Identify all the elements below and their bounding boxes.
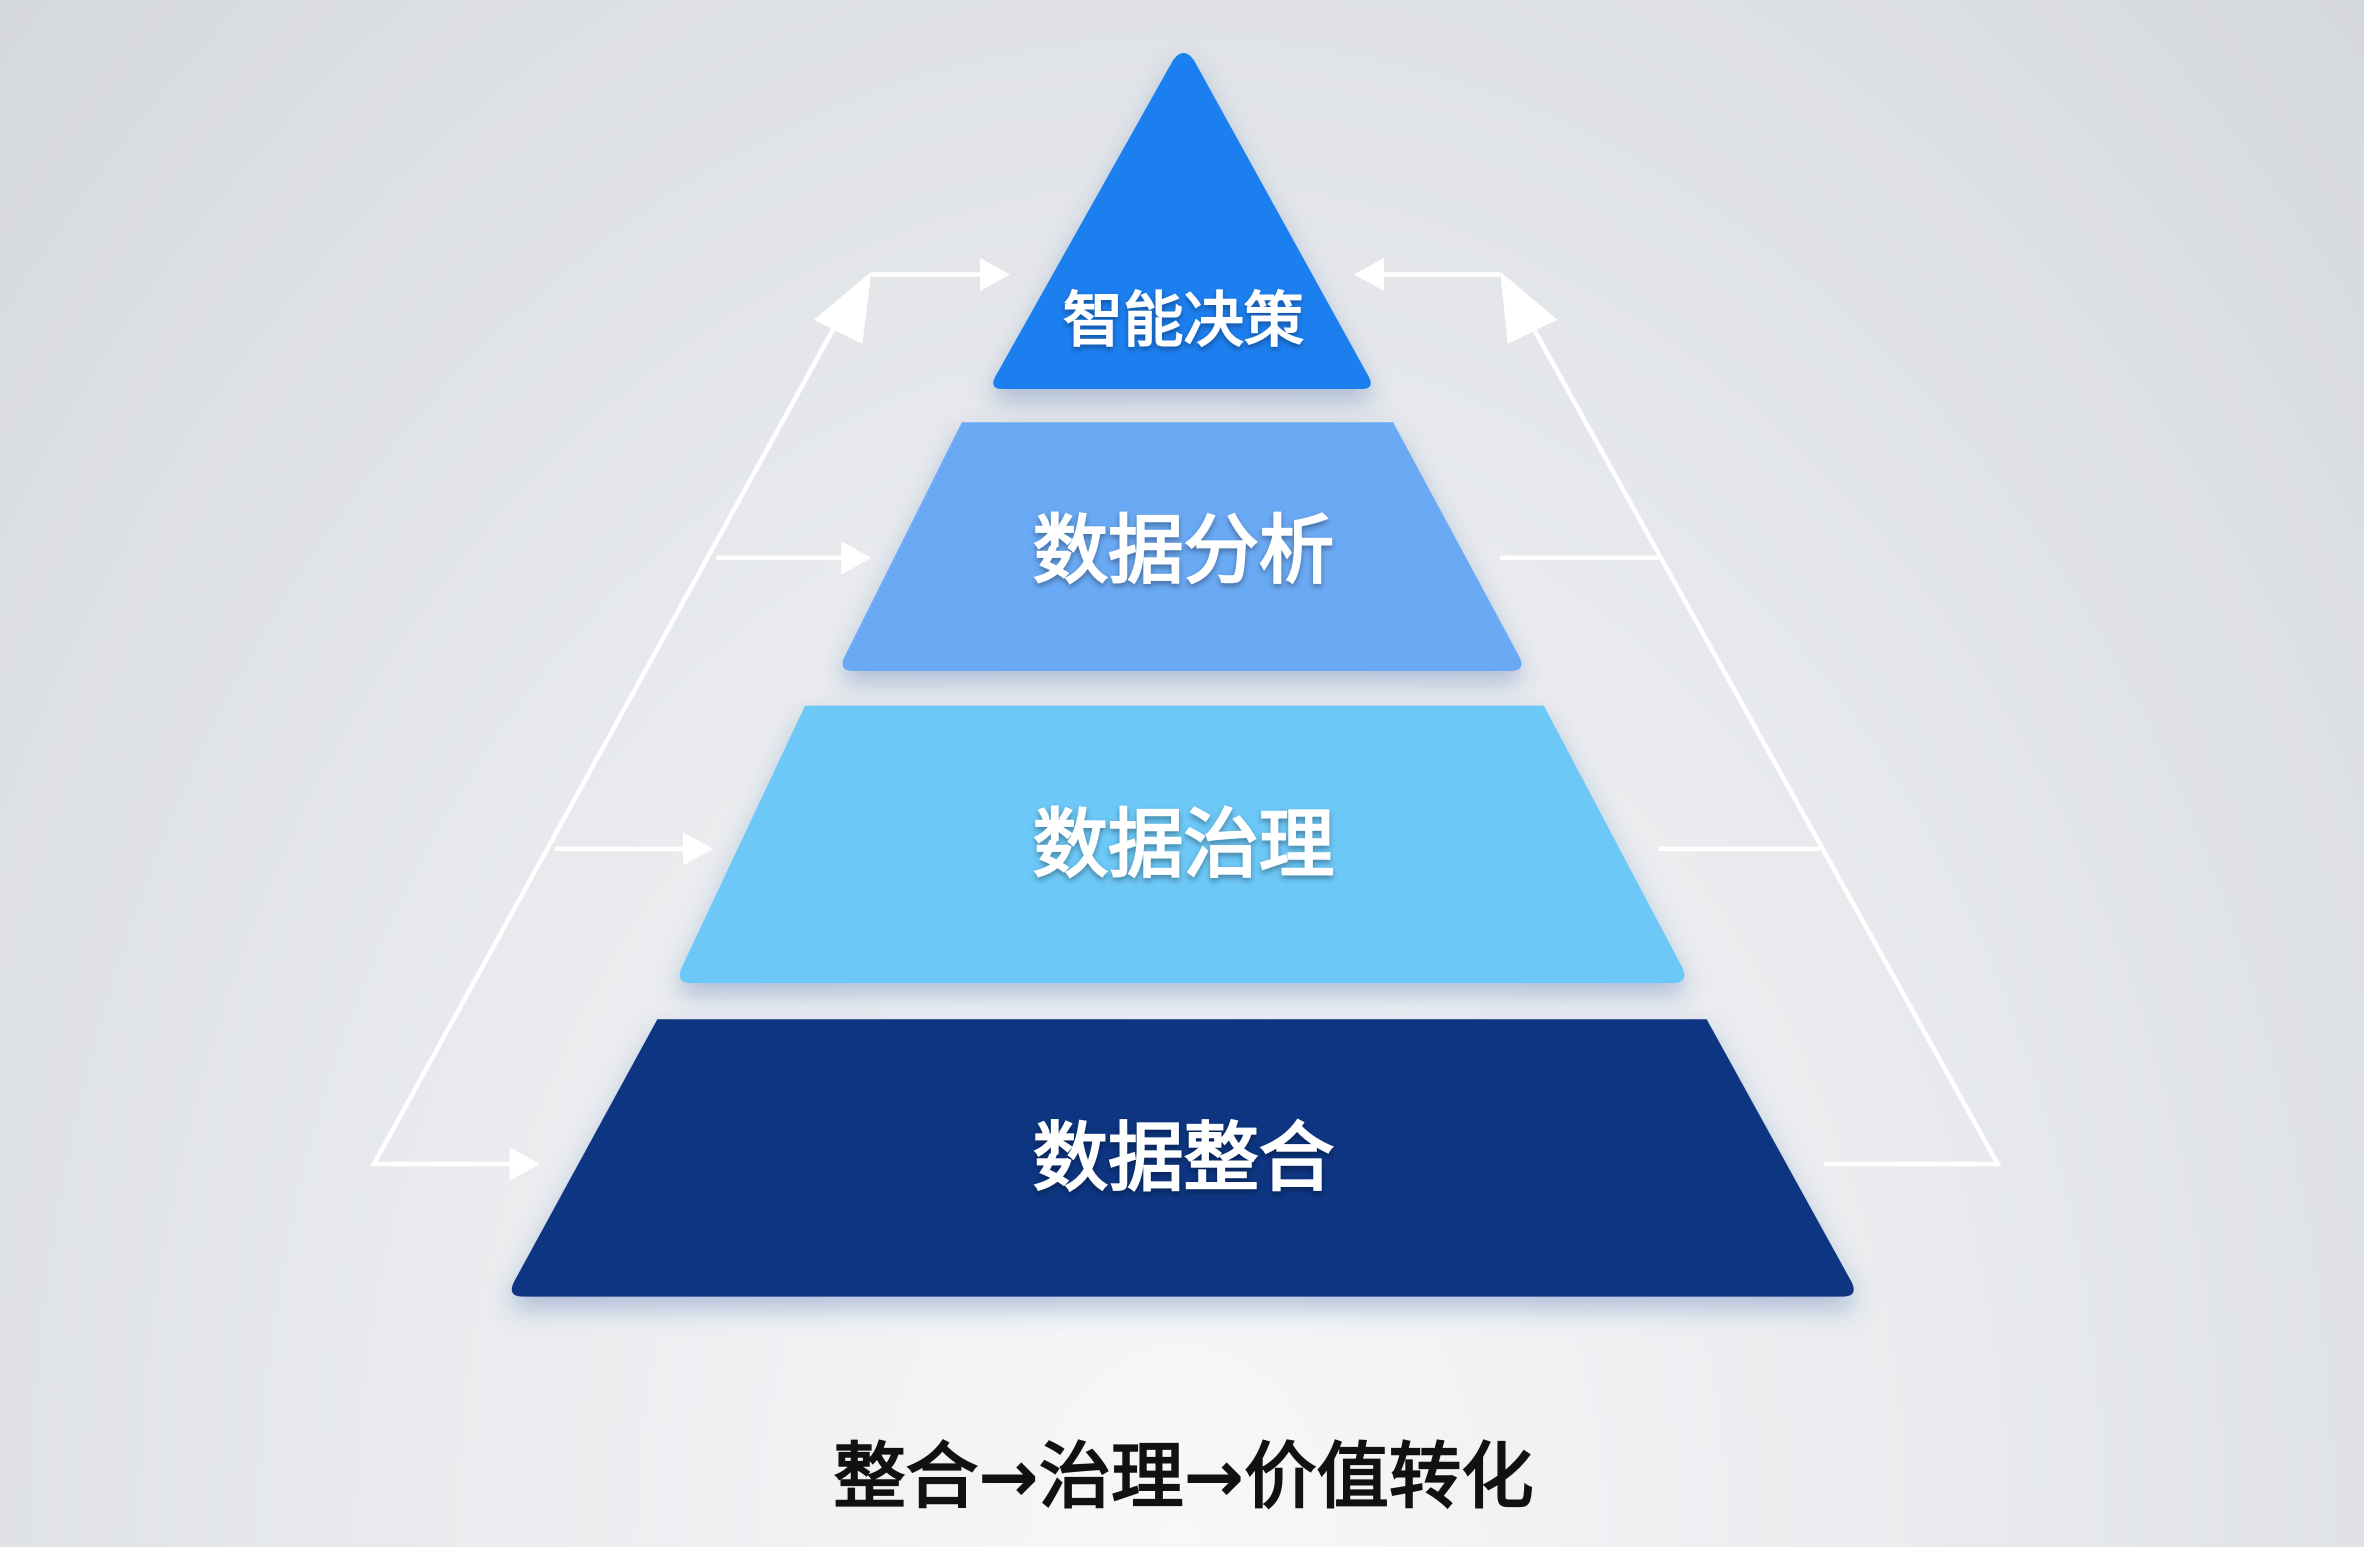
right-flow-arrows — [1353, 257, 2002, 1167]
left-flow-arrows — [370, 257, 1011, 1181]
level-3-label: 数据治理 — [1033, 800, 1335, 888]
level-1-label: 智能决策 — [1063, 286, 1305, 356]
level-2-label: 数据分析 — [1033, 506, 1335, 594]
pyramid-level-4 — [511, 1019, 1854, 1297]
pyramid-level-1 — [993, 52, 1371, 390]
flow-caption: 整合→治理→价值转化 — [833, 1436, 1533, 1520]
level-4-label: 数据整合 — [1033, 1114, 1335, 1202]
pyramid-level-3 — [679, 705, 1685, 984]
pyramid-level-2 — [842, 422, 1522, 671]
